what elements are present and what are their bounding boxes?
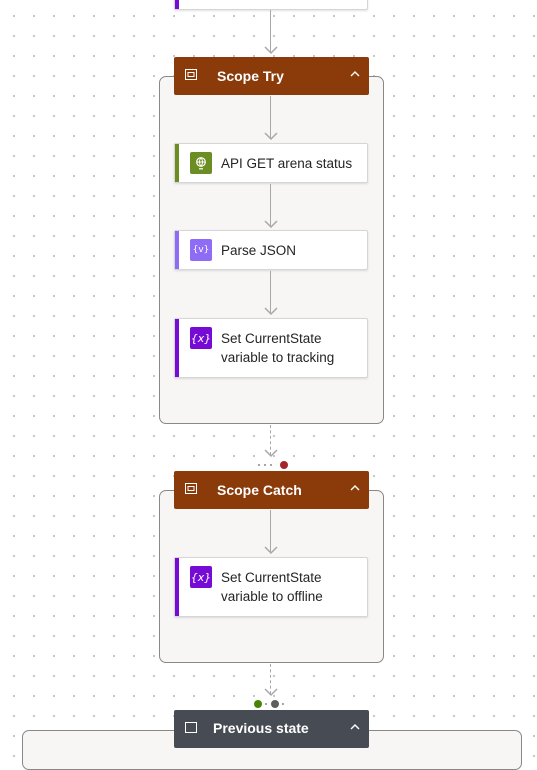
connector-arrow-icon — [264, 46, 278, 55]
connector-line — [270, 96, 271, 138]
scope-icon — [185, 483, 197, 494]
connector-line — [270, 510, 271, 552]
previous-state-title: Previous state — [213, 720, 309, 736]
previous-state-header[interactable]: Previous state — [174, 710, 369, 748]
connector-arrow-icon — [264, 688, 278, 697]
scope-try-title: Scope Try — [217, 68, 284, 84]
run-after-succeeded-indicator — [254, 700, 262, 708]
action-label: Parse JSON — [221, 243, 297, 258]
connector-arrow-icon — [264, 220, 278, 229]
data-operation-icon: {v} — [190, 239, 212, 261]
run-after-failed-indicator — [280, 461, 288, 469]
scope-catch-title: Scope Catch — [217, 482, 302, 498]
connector-line — [270, 10, 271, 52]
collapse-chevron-icon[interactable] — [349, 482, 361, 494]
action-accent-bar — [175, 0, 179, 9]
run-after-skipped-indicator — [271, 700, 279, 708]
previous-action-card[interactable] — [174, 0, 368, 10]
action-card-set-state-offline[interactable]: {x} Set CurrentState variable to offline — [174, 557, 368, 617]
connector-arrow-icon — [264, 546, 278, 555]
variable-icon: {x} — [190, 327, 212, 349]
variable-icon: {x} — [190, 566, 212, 588]
connector-line — [270, 271, 271, 313]
scope-catch-header[interactable]: Scope Catch — [174, 471, 369, 509]
collapse-chevron-icon[interactable] — [349, 68, 361, 80]
connector-line — [270, 184, 271, 226]
action-accent-bar — [175, 231, 179, 269]
globe-icon — [190, 152, 212, 174]
action-label: Set CurrentState variable to tracking — [221, 331, 335, 365]
action-card-set-state-tracking[interactable]: {x} Set CurrentState variable to trackin… — [174, 318, 368, 378]
action-accent-bar — [175, 558, 179, 616]
action-card-api-get[interactable]: API GET arena status — [174, 143, 368, 183]
action-label: Set CurrentState variable to offline — [221, 570, 323, 604]
run-after-connector — [270, 425, 271, 455]
action-accent-bar — [175, 144, 179, 182]
scope-try-header[interactable]: Scope Try — [174, 57, 369, 95]
condition-icon — [185, 722, 197, 733]
run-after-dots — [258, 461, 292, 469]
run-after-connector — [270, 664, 271, 694]
run-after-dots — [254, 700, 288, 708]
connector-arrow-icon — [264, 449, 278, 458]
action-label: API GET arena status — [221, 156, 353, 171]
action-accent-bar — [175, 319, 179, 377]
collapse-chevron-icon[interactable] — [349, 721, 361, 733]
connector-arrow-icon — [264, 132, 278, 141]
connector-arrow-icon — [264, 307, 278, 316]
scope-icon — [185, 69, 197, 80]
action-card-parse-json[interactable]: {v} Parse JSON — [174, 230, 368, 270]
